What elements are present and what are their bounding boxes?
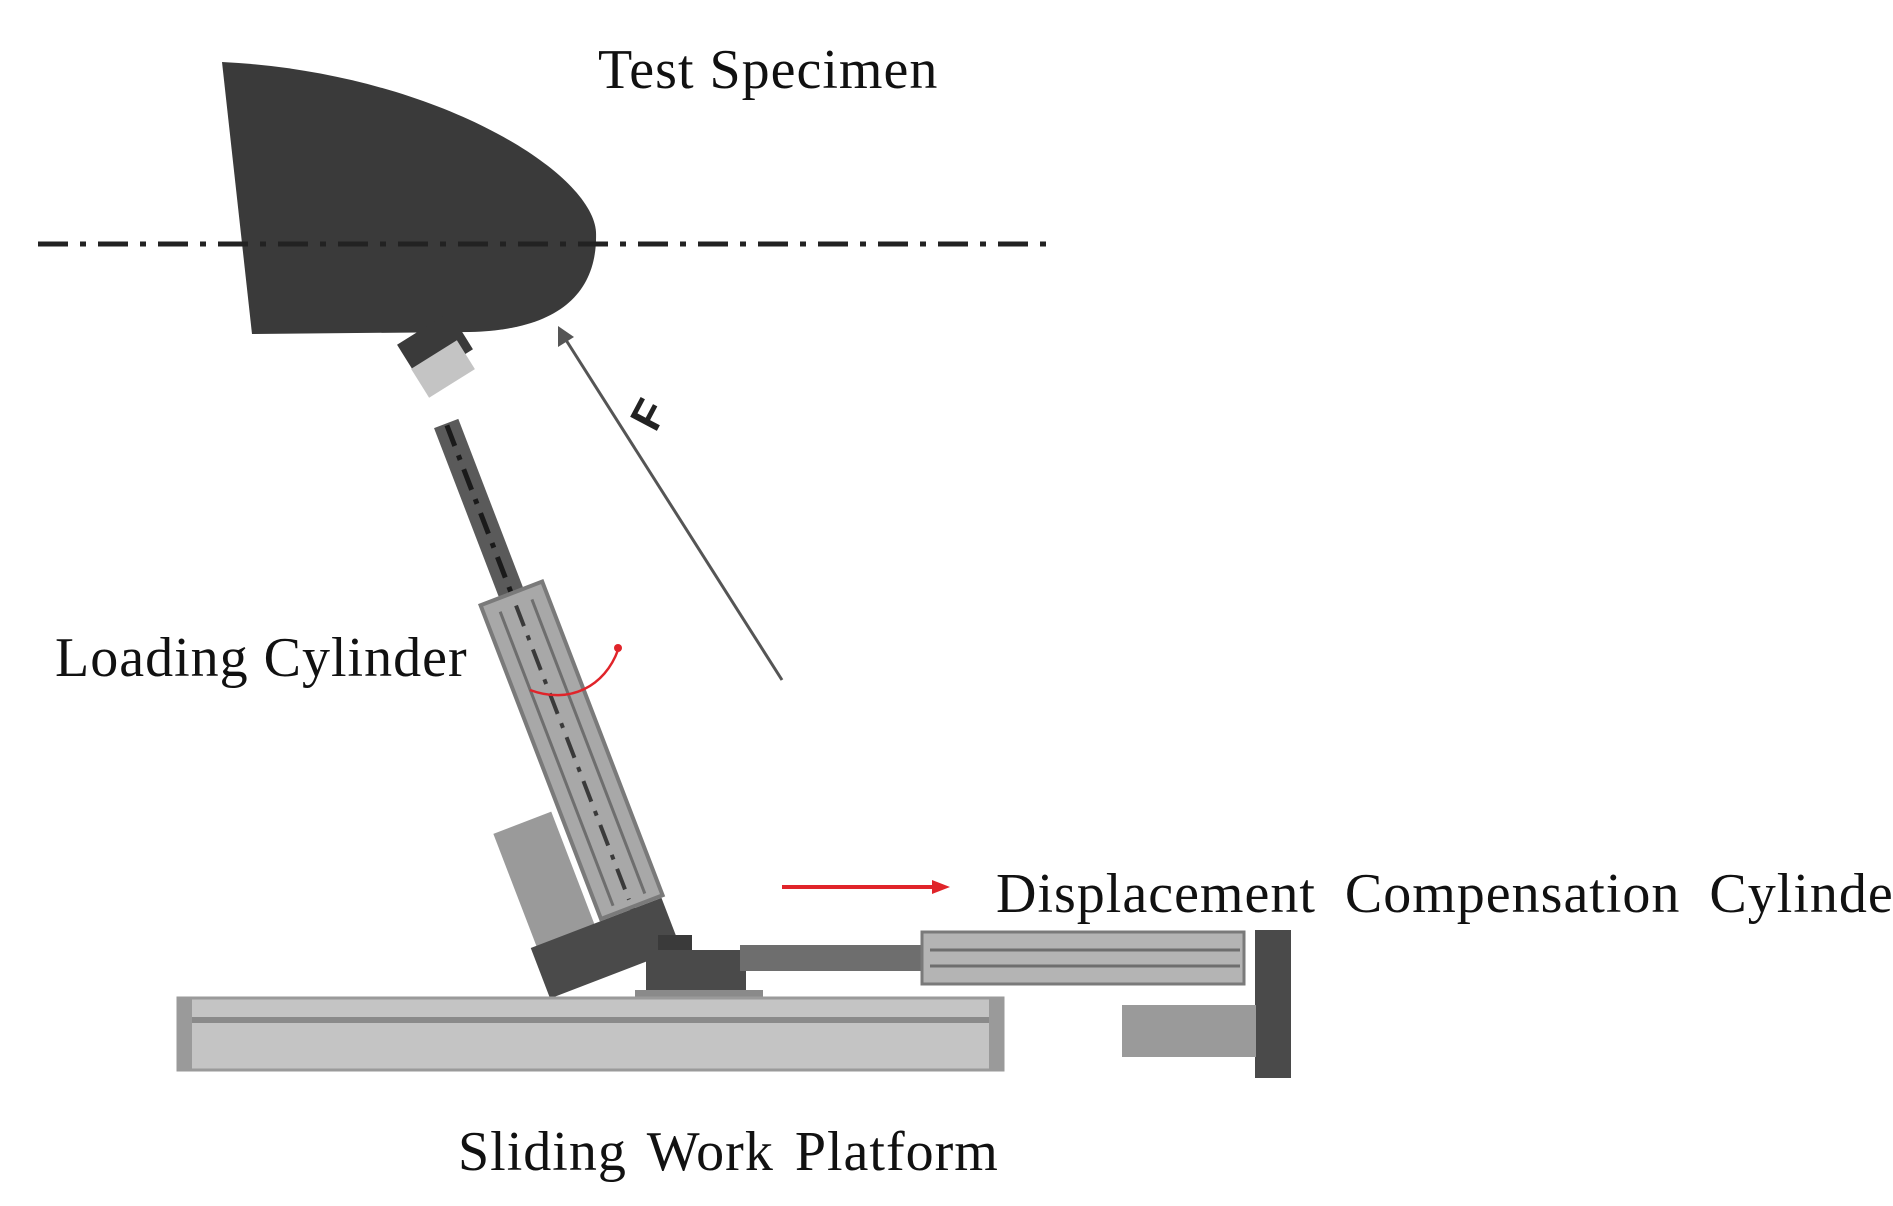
rotation-arc-dot bbox=[614, 644, 622, 652]
test-specimen-shape bbox=[222, 62, 597, 334]
test-specimen-label: Test Specimen bbox=[598, 39, 939, 101]
displacement-cylinder bbox=[920, 930, 1291, 1078]
force-arrow bbox=[558, 326, 784, 681]
specimen-mount bbox=[397, 311, 475, 398]
displacement-direction-arrow bbox=[782, 880, 950, 894]
sliding-platform-label: Sliding Work Platform bbox=[458, 1121, 999, 1183]
connecting-rod bbox=[740, 945, 925, 971]
rotation-arc bbox=[529, 649, 620, 697]
loading-cylinder bbox=[434, 418, 681, 999]
sliding-platform bbox=[176, 996, 1005, 1072]
displacement-cylinder-label: Displacement Compensation Cylinder bbox=[996, 863, 1893, 925]
loading-cylinder-label: Loading Cylinder bbox=[55, 627, 468, 689]
